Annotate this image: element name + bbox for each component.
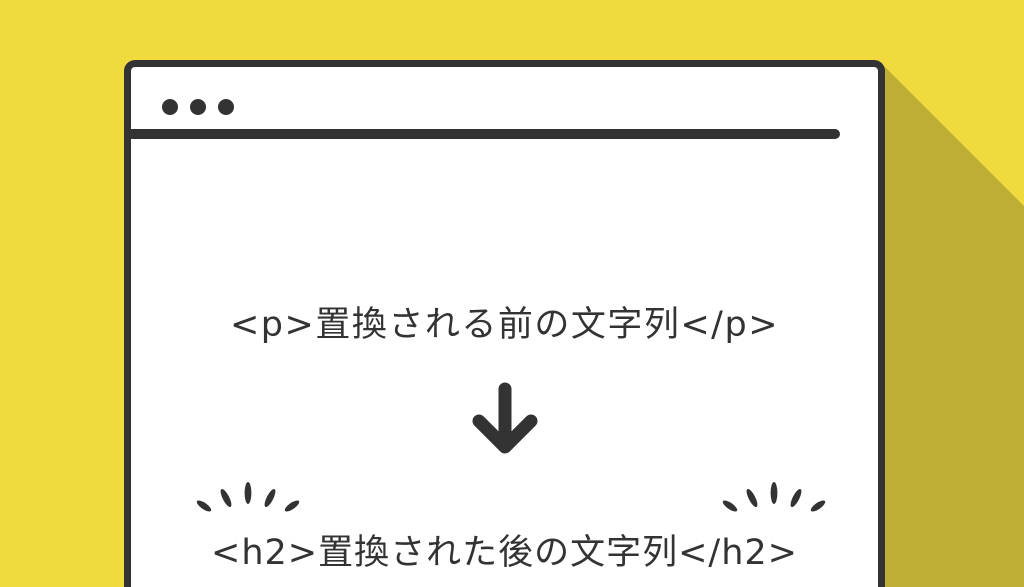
- code-line-before: <p>置換される前の文字列</p>: [229, 305, 780, 345]
- traffic-light-dot-2[interactable]: [190, 99, 206, 115]
- sparkle-burst-icon-left: [193, 471, 303, 519]
- browser-viewport: <p>置換される前の文字列</p>: [131, 139, 878, 587]
- window-drop-shadow: [878, 60, 1024, 587]
- browser-window: <p>置換される前の文字列</p>: [124, 60, 885, 587]
- arrow-down-icon: [465, 381, 545, 461]
- sparkle-burst-icon-right: [719, 471, 829, 519]
- browser-titlebar: [131, 67, 878, 129]
- browser-address-bar[interactable]: [131, 129, 840, 139]
- traffic-light-dot-1[interactable]: [162, 99, 178, 115]
- traffic-light-dot-3[interactable]: [218, 99, 234, 115]
- code-line-after: <h2>置換された後の文字列</h2>: [211, 533, 798, 573]
